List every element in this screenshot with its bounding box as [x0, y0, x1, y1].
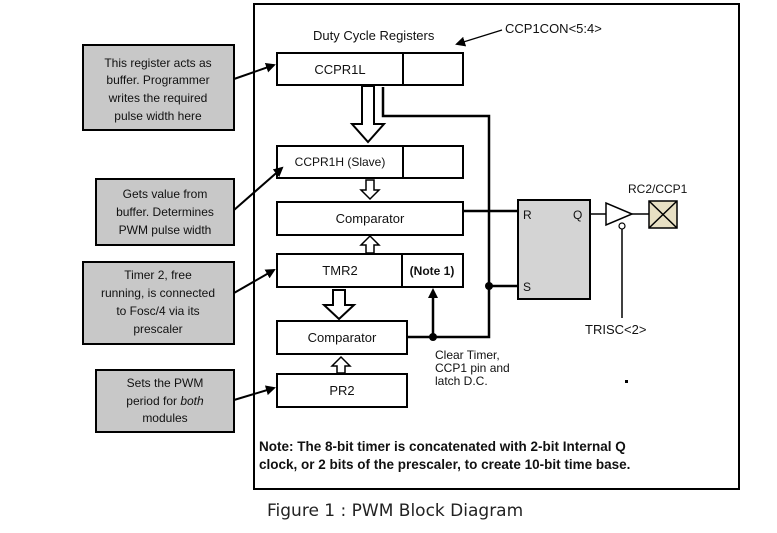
svg-text:period for both: period for both	[126, 394, 204, 408]
clear-timer-label: Clear Timer, CCP1 pin and latch D.C.	[435, 348, 510, 388]
callout-tmr2-arrow	[233, 269, 276, 294]
callout-ccpr1l: This register acts as buffer. Programmer…	[82, 44, 235, 131]
svg-text:latch D.C.: latch D.C.	[435, 374, 488, 388]
svg-text:buffer. Determines: buffer. Determines	[116, 205, 214, 219]
tristate-bubble	[618, 222, 626, 230]
output-buffer	[605, 201, 634, 227]
ccpr1h-register: CCPR1H (Slave)	[276, 145, 464, 179]
sr-flipflop	[517, 199, 591, 300]
ccp1con-label: CCP1CON<5:4>	[505, 21, 602, 36]
svg-text:to Fosc/4 via its: to Fosc/4 via its	[116, 304, 199, 318]
signal-wires	[381, 87, 518, 339]
svg-text:Clear Timer,: Clear Timer,	[435, 348, 500, 362]
comparator-bottom	[276, 320, 408, 355]
flipflop-q-label: Q	[573, 208, 582, 222]
tmr2-to-comparator-bottom-arrow	[321, 289, 357, 321]
svg-text:Timer 2, free: Timer 2, free	[124, 268, 192, 282]
junction-dot-2	[429, 333, 437, 341]
flipflop-r-label: R	[523, 208, 532, 222]
ccpr1h-label: CCPR1H (Slave)	[295, 155, 386, 169]
comparator-bottom-label: Comparator	[308, 330, 377, 345]
svg-text:pulse width here: pulse width here	[114, 109, 202, 123]
flipflop-s-label: S	[523, 280, 531, 294]
svg-text:Gets value from: Gets value from	[123, 187, 208, 201]
svg-text:running, is connected: running, is connected	[101, 286, 215, 300]
ccp1con-pointer	[455, 29, 503, 47]
callout-pr2-arrow	[233, 385, 276, 401]
rc2-ccp1-label: RC2/CCP1	[628, 182, 688, 196]
figure-caption: Figure 1 : PWM Block Diagram	[267, 501, 524, 521]
rc2-ccp1-pin	[648, 200, 678, 229]
callout-ccpr1h-arrow	[233, 166, 284, 211]
svg-text:buffer. Programmer: buffer. Programmer	[106, 73, 209, 87]
note-text-line2: clock, or 2 bits of the prescaler, to cr…	[259, 457, 630, 472]
duty-cycle-registers-label: Duty Cycle Registers	[313, 28, 435, 43]
callout-ccpr1l-arrow	[233, 62, 276, 80]
ccpr1l-register: CCPR1L	[276, 52, 464, 86]
ccpr1h-to-comparator-arrow	[359, 179, 381, 201]
note-text-line1: Note: The 8-bit timer is concatenated wi…	[259, 439, 626, 454]
comparator-top-label: Comparator	[336, 211, 405, 226]
callout-tmr2: Timer 2, free running, is connected to F…	[82, 261, 235, 345]
load-arrow	[349, 85, 387, 144]
svg-text:prescaler: prescaler	[133, 322, 182, 336]
junction-dot-1	[485, 282, 493, 290]
tmr2-register: TMR2 (Note 1)	[276, 253, 464, 288]
svg-text:This register acts as: This register acts as	[104, 56, 211, 70]
tmr2-to-comparator-arrow	[359, 234, 381, 254]
trisc-label: TRISC<2>	[585, 322, 646, 337]
callout-ccpr1h: Gets value from buffer. Determines PWM p…	[95, 178, 235, 246]
pr2-label: PR2	[329, 383, 354, 398]
comparator-top	[276, 201, 464, 236]
svg-text:Sets the PWM: Sets the PWM	[127, 376, 204, 390]
callout-pr2: Sets the PWM period for both modules	[95, 369, 235, 433]
svg-text:CCP1 pin and: CCP1 pin and	[435, 361, 510, 375]
svg-text:PWM pulse width: PWM pulse width	[119, 223, 212, 237]
note1-label: (Note 1)	[410, 264, 455, 278]
ccpr1l-label: CCPR1L	[314, 62, 365, 77]
stray-dot	[625, 380, 628, 383]
svg-text:modules: modules	[142, 411, 187, 425]
tmr2-label: TMR2	[322, 263, 357, 278]
pr2-register	[276, 373, 408, 408]
pr2-to-comparator-arrow	[330, 355, 352, 374]
note1-arrowhead	[428, 288, 438, 298]
svg-text:writes the required: writes the required	[108, 91, 208, 105]
